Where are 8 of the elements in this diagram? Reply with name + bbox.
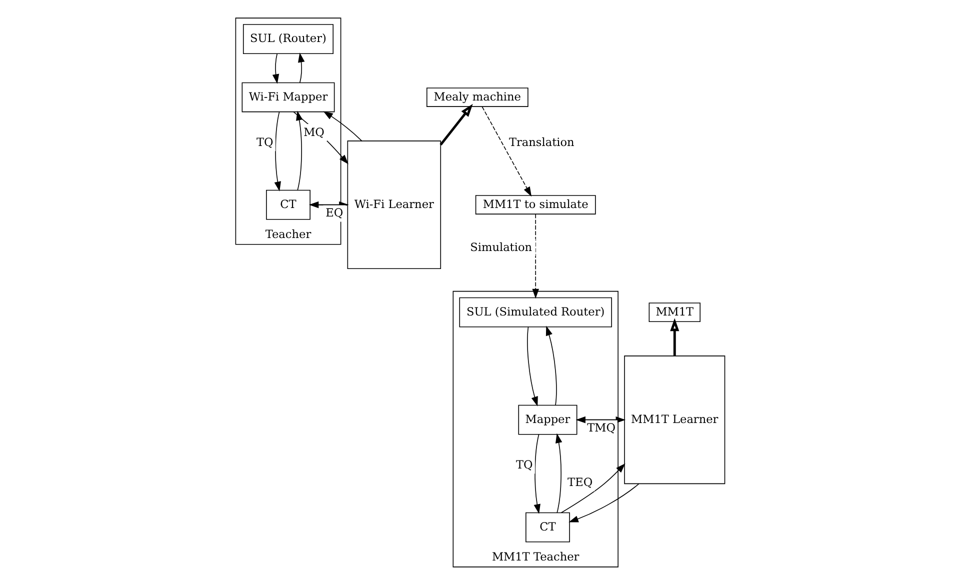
- edge-label: TQ: [256, 136, 274, 150]
- edge-label: TMQ: [587, 422, 616, 435]
- edge-label: EQ: [326, 206, 344, 220]
- edge-label: TQ: [516, 458, 533, 472]
- edge-label: Translation: [508, 136, 574, 150]
- edge-label: MQ: [304, 126, 324, 139]
- edge-label: Simulation: [470, 240, 532, 254]
- edge-label: TEQ: [568, 476, 593, 490]
